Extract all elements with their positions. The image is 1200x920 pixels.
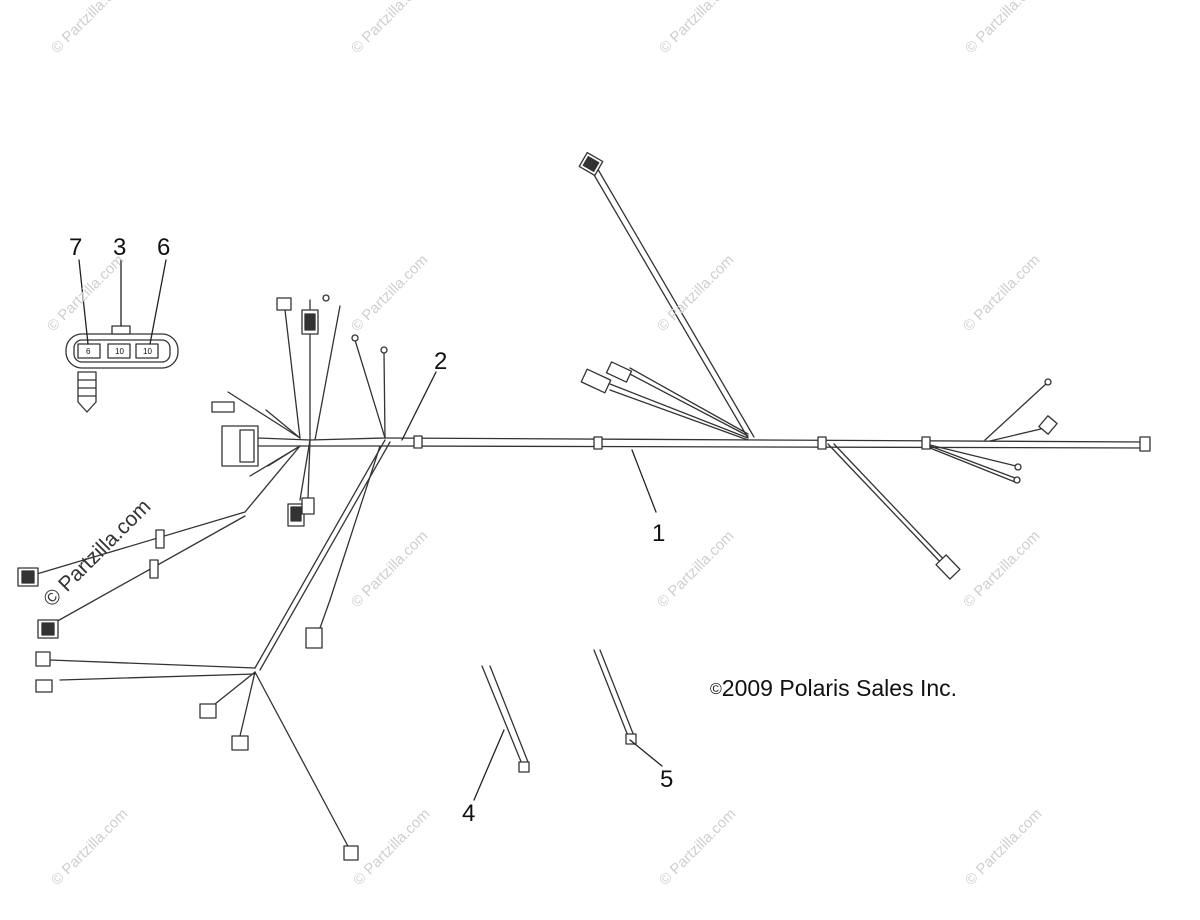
cable-tie-5 — [593, 649, 637, 745]
fuse-leads — [580, 361, 749, 441]
lower-left-branch — [35, 439, 391, 861]
pin-label: 10 — [115, 347, 124, 356]
inset-connector — [65, 325, 179, 413]
callout-1: 1 — [652, 520, 666, 547]
copyright-notice: ©2009 Polaris Sales Inc. — [710, 675, 957, 702]
pin-label: 10 — [143, 347, 152, 356]
callout-5: 5 — [660, 766, 674, 793]
junction-cluster — [211, 294, 388, 527]
leader-lines — [78, 259, 663, 801]
callout-2: 2 — [434, 348, 448, 375]
pin-label: 6 — [86, 347, 91, 356]
callout-3: 3 — [113, 234, 127, 261]
copyright-symbol: © — [710, 681, 722, 698]
callout-4: 4 — [462, 800, 476, 827]
callout-6: 6 — [157, 234, 171, 261]
upper-branch — [578, 151, 755, 439]
lower-right-branch — [827, 443, 961, 580]
left-leads — [17, 445, 301, 639]
cable-tie-4 — [481, 665, 530, 773]
copyright-text: 2009 Polaris Sales Inc. — [721, 675, 958, 701]
callout-7: 7 — [69, 234, 83, 261]
right-end-leads — [929, 378, 1058, 484]
main-harness-trunk — [384, 435, 1151, 452]
